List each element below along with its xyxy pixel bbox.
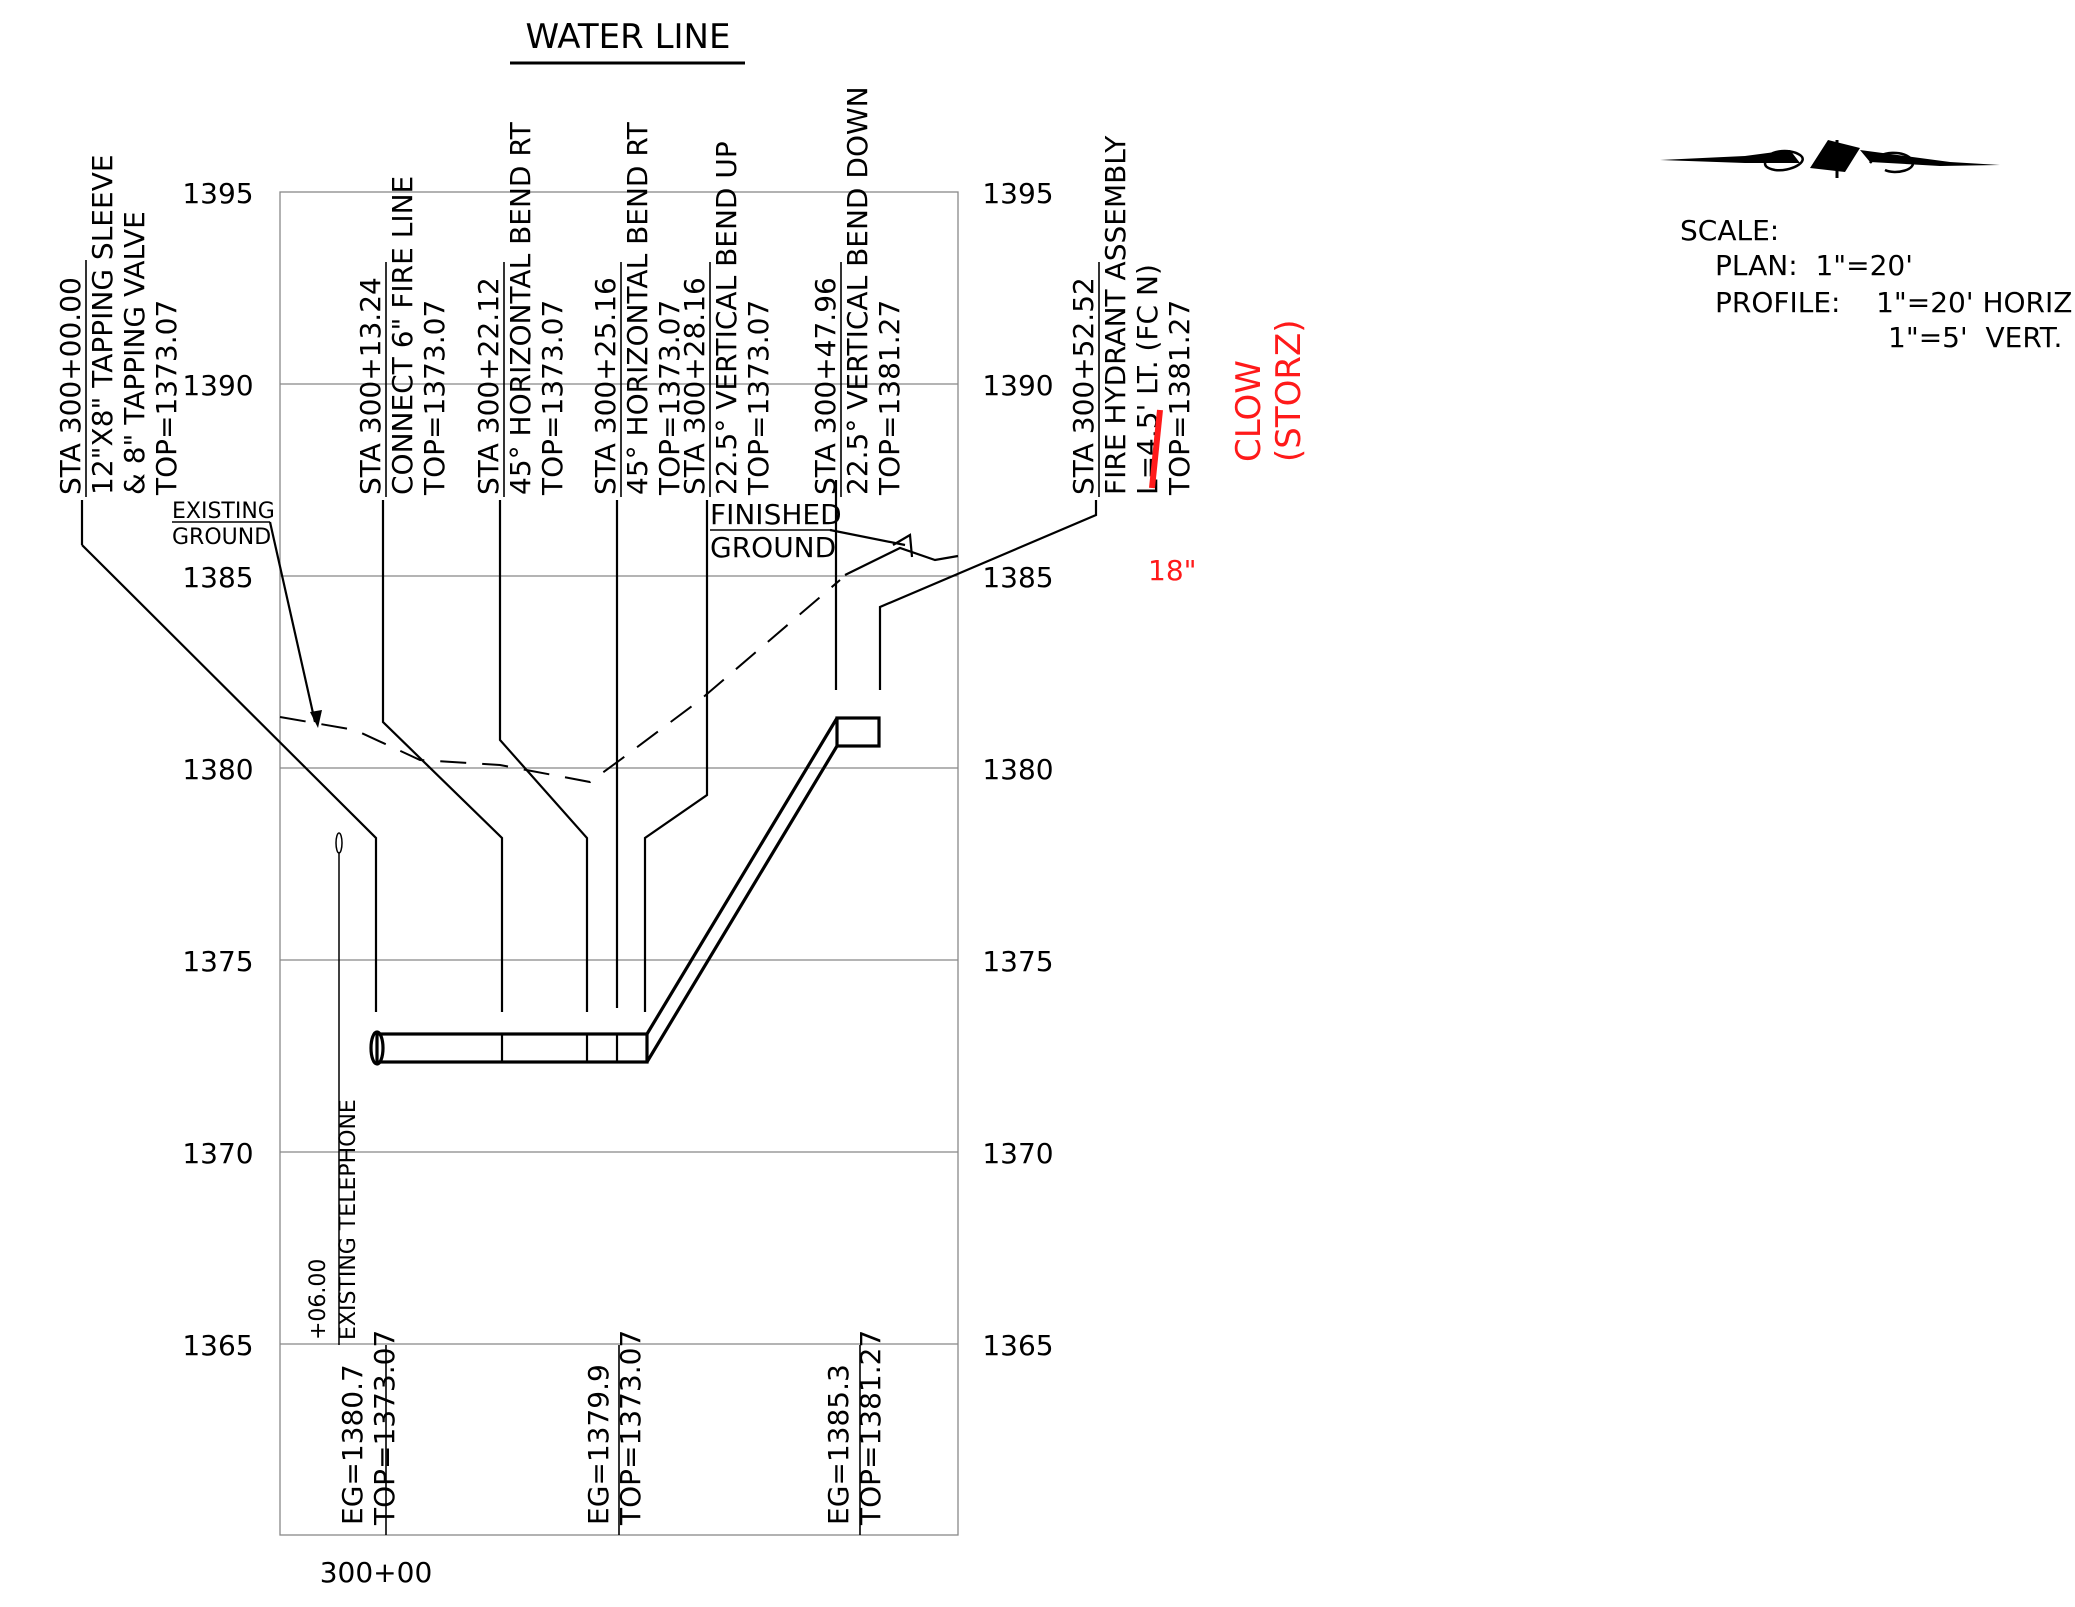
callout-line: TOP=1381.27 (873, 300, 906, 496)
callout-line: TOP=1373.07 (418, 300, 451, 496)
callout-line: STA 300+00.00 (54, 277, 87, 495)
elev-label-right: 1390 (982, 369, 1053, 402)
callout-leaders (80, 480, 1098, 1012)
callout-line: STA 300+28.16 (678, 277, 711, 495)
callout-sta-30022: STA 300+22.12 45° HORIZONTAL BEND RT TOP… (472, 121, 569, 496)
scale-profile: PROFILE: 1"=20' HORIZ (1715, 286, 2072, 319)
top-value: TOP=1373.07 (368, 1330, 401, 1526)
existing-ground-label: EXISTING (172, 499, 275, 524)
callout-line: 22.5° VERTICAL BEND UP (710, 141, 743, 495)
scale-plan: PLAN: 1"=20' (1715, 249, 1913, 282)
redline-strike (1149, 409, 1163, 489)
callout-line: TOP=1373.07 (150, 300, 183, 496)
eg-value: EG=1380.7 (336, 1364, 369, 1525)
telephone-crossing-icon (335, 832, 343, 854)
redline-note: CLOW (STORZ) (1229, 319, 1309, 462)
callout-line: STA 300+47.96 (809, 277, 842, 495)
elev-label-left: 1370 (182, 1137, 253, 1170)
bottom-label-1: EG=1380.7 TOP=1373.07 (336, 1330, 401, 1526)
redline-depth: 18" (1148, 554, 1197, 587)
callout-sta-30013: STA 300+13.24 CONNECT 6" FIRE LINE TOP=1… (354, 176, 451, 496)
callout-line: STA 300+22.12 (472, 277, 505, 495)
callout-line: L=4.5' LT. (FC N) (1131, 264, 1164, 495)
scale-heading: SCALE: (1680, 214, 1779, 247)
elev-label-right: 1375 (982, 945, 1053, 978)
water-pipe (369, 716, 881, 1066)
callout-line: & 8" TAPPING VALVE (118, 211, 151, 495)
top-value: TOP=1381.27 (854, 1330, 887, 1526)
callout-line: STA 300+25.16 (589, 277, 622, 495)
telephone-station: +06.00 (306, 1259, 331, 1340)
finished-ground-break (892, 533, 914, 558)
finished-ground-label: GROUND (710, 531, 836, 564)
callout-line: STA 300+52.52 (1067, 277, 1100, 495)
callout-sta-30000: STA 300+00.00 12"X8" TAPPING SLEEVE & 8"… (54, 154, 183, 496)
callout-sta-30025: STA 300+25.16 45° HORIZONTAL BEND RT TOP… (589, 121, 686, 496)
callout-line: FIRE HYDRANT ASSEMBLY (1099, 135, 1132, 495)
callout-line: CONNECT 6" FIRE LINE (386, 176, 419, 495)
elev-label-right: 1380 (982, 753, 1053, 786)
existing-ground-line (279, 579, 841, 784)
bottom-label-2: EG=1379.9 TOP=1373.07 (582, 1330, 647, 1526)
callout-sta-30028: STA 300+28.16 22.5° VERTICAL BEND UP TOP… (678, 141, 775, 496)
eg-value: EG=1379.9 (582, 1364, 615, 1525)
elev-label-left: 1395 (182, 177, 253, 210)
callout-sta-30047: STA 300+47.96 22.5° VERTICAL BEND DOWN T… (809, 86, 906, 496)
redline-storz: (STORZ) (1269, 319, 1309, 462)
elev-label-left: 1380 (182, 753, 253, 786)
finished-ground-label: FINISHED (710, 498, 842, 531)
elev-label-left: 1385 (182, 561, 253, 594)
telephone-name: EXISTING TELEPHONE (336, 1099, 361, 1340)
elev-label-left: 1375 (182, 945, 253, 978)
callout-line: 45° HORIZONTAL BEND RT (504, 121, 537, 495)
elev-label-left: 1390 (182, 369, 253, 402)
elev-label-right: 1385 (982, 561, 1053, 594)
elev-label-right: 1395 (982, 177, 1053, 210)
callout-line: 12"X8" TAPPING SLEEVE (86, 154, 119, 495)
north-arrow-icon (1660, 140, 2000, 178)
scale-vert: 1"=5' VERT. (1888, 321, 2062, 354)
elev-label-left: 1365 (182, 1329, 253, 1362)
callout-line: TOP=1381.27 (1163, 300, 1196, 496)
callout-line: TOP=1373.07 (536, 300, 569, 496)
station-label: 300+00 (320, 1556, 433, 1589)
telephone-label: +06.00 EXISTING TELEPHONE (306, 1099, 361, 1340)
callout-line: STA 300+13.24 (354, 277, 387, 495)
callout-line: TOP=1373.07 (653, 300, 686, 496)
eg-value: EG=1385.3 (822, 1364, 855, 1525)
finished-ground-line (844, 546, 959, 576)
callout-line: 45° HORIZONTAL BEND RT (621, 121, 654, 495)
callout-sta-30052: STA 300+52.52 FIRE HYDRANT ASSEMBLY L=4.… (1067, 135, 1196, 496)
bottom-label-3: EG=1385.3 TOP=1381.27 (822, 1330, 887, 1526)
existing-ground-label: GROUND (172, 525, 271, 550)
elev-label-right: 1370 (982, 1137, 1053, 1170)
callout-line: TOP=1373.07 (742, 300, 775, 496)
elev-label-right: 1365 (982, 1329, 1053, 1362)
drawing-title: WATER LINE (526, 17, 731, 57)
callout-line: 22.5° VERTICAL BEND DOWN (841, 86, 874, 495)
redline-clow: CLOW (1229, 360, 1269, 462)
